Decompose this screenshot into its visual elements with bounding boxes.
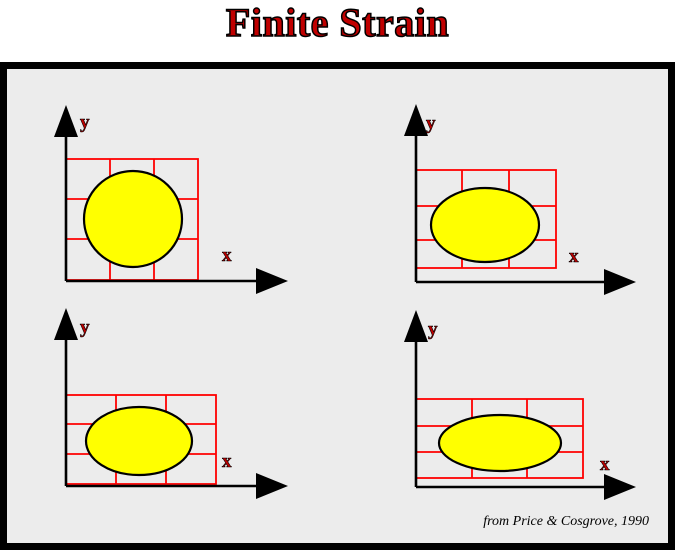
strain-ellipse	[82, 169, 184, 269]
axes	[404, 104, 636, 295]
panel-1: y x	[54, 105, 288, 294]
x-axis-arrow-icon	[604, 269, 636, 295]
y-axis-arrow-icon	[54, 308, 78, 340]
x-axis-arrow-icon	[604, 474, 636, 500]
y-axis-arrow-icon	[404, 310, 428, 342]
y-axis-label: y	[428, 319, 438, 340]
axes	[404, 310, 636, 500]
source-credit: from Price & Cosgrove, 1990	[483, 514, 649, 529]
x-axis-arrow-icon	[256, 268, 288, 294]
x-axis-label: x	[569, 246, 579, 267]
x-axis-label: x	[600, 454, 610, 475]
y-axis-arrow-icon	[54, 105, 78, 137]
y-axis-label: y	[80, 317, 90, 338]
x-axis-label: x	[222, 451, 232, 472]
panel-4: y x	[404, 310, 636, 500]
strain-ellipse	[429, 186, 541, 264]
x-axis-arrow-icon	[256, 473, 288, 499]
panel-3: y x	[54, 308, 288, 499]
y-axis-label: y	[426, 113, 436, 134]
strain-ellipse	[84, 405, 194, 477]
page-title: Finite Strain	[225, 0, 450, 46]
y-axis-label: y	[80, 112, 90, 133]
y-axis-arrow-icon	[404, 104, 428, 136]
axes	[54, 105, 288, 294]
x-axis-label: x	[222, 245, 232, 266]
strain-ellipse	[437, 413, 563, 473]
panel-2: y x	[404, 104, 636, 295]
axes	[54, 308, 288, 499]
